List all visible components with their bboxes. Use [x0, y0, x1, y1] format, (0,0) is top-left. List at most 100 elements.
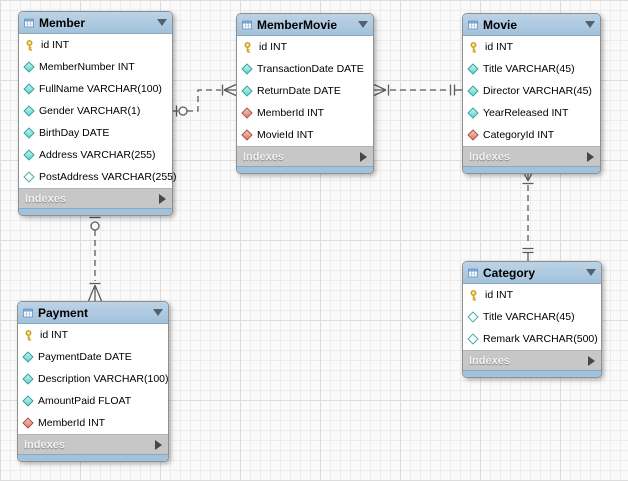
column-row[interactable]: id INT [19, 34, 172, 56]
collapse-triangle-icon[interactable] [153, 309, 163, 316]
attribute-diamond-icon [241, 85, 253, 97]
column-label: Title VARCHAR(45) [483, 311, 575, 323]
indexes-label: Indexes [25, 192, 66, 205]
attribute-diamond-icon [23, 127, 35, 139]
attribute-diamond-icon [467, 63, 479, 75]
table-icon [24, 17, 34, 28]
primary-key-icon [469, 289, 479, 301]
attribute-diamond-icon [23, 83, 35, 95]
column-list: id INT TransactionDate DATE ReturnDate D… [237, 36, 373, 146]
column-row[interactable]: PaymentDate DATE [18, 346, 168, 368]
column-row[interactable]: Title VARCHAR(45) [463, 306, 601, 328]
column-label: id INT [41, 39, 70, 51]
column-row[interactable]: Title VARCHAR(45) [463, 58, 600, 80]
indexes-label: Indexes [469, 150, 510, 163]
foreign-key-diamond-icon [22, 417, 34, 429]
collapse-triangle-icon[interactable] [585, 21, 595, 28]
collapse-triangle-icon[interactable] [586, 269, 596, 276]
column-row[interactable]: id INT [237, 36, 373, 58]
expand-indexes-icon[interactable] [587, 151, 594, 162]
column-row[interactable]: MovieId INT [237, 124, 373, 146]
column-list: id INT PaymentDate DATE Description VARC… [18, 324, 169, 434]
column-row[interactable]: id INT [463, 36, 600, 58]
table-title: Member [39, 15, 86, 30]
table-header[interactable]: Member [19, 12, 172, 34]
relationship-membermovie-movie[interactable] [373, 83, 462, 97]
column-label: Director VARCHAR(45) [483, 85, 592, 97]
column-row[interactable]: MemberId INT [237, 102, 373, 124]
expand-indexes-icon[interactable] [588, 355, 595, 366]
column-row[interactable]: BirthDay DATE [19, 122, 172, 144]
expand-indexes-icon[interactable] [159, 193, 166, 204]
attribute-diamond-icon [22, 351, 34, 363]
column-row[interactable]: Description VARCHAR(100) [18, 368, 169, 390]
relationship-member-membermovie[interactable] [173, 83, 237, 117]
table-icon [468, 267, 478, 278]
foreign-key-diamond-icon [467, 129, 479, 141]
column-row[interactable]: AmountPaid FLOAT [18, 390, 168, 412]
table-icon [468, 19, 478, 30]
attribute-nullable-diamond-icon [467, 333, 479, 345]
column-row[interactable]: YearReleased INT [463, 102, 600, 124]
column-label: ReturnDate DATE [257, 85, 341, 97]
indexes-row[interactable]: Indexes [18, 434, 168, 454]
attribute-diamond-icon [23, 61, 35, 73]
column-label: Remark VARCHAR(500) [483, 333, 598, 345]
table-bottom-strip [19, 208, 172, 215]
indexes-label: Indexes [243, 150, 284, 163]
expand-indexes-icon[interactable] [360, 151, 367, 162]
column-row[interactable]: ReturnDate DATE [237, 80, 373, 102]
column-row[interactable]: Director VARCHAR(45) [463, 80, 600, 102]
column-list: id INT Title VARCHAR(45) Director VARCHA… [463, 36, 600, 146]
entity-table-membermovie[interactable]: MemberMovie id INT TransactionDate DATE … [236, 13, 374, 174]
collapse-triangle-icon[interactable] [157, 19, 167, 26]
expand-indexes-icon[interactable] [155, 439, 162, 450]
column-row[interactable]: Remark VARCHAR(500) [463, 328, 601, 350]
column-row[interactable]: CategoryId INT [463, 124, 600, 146]
column-label: YearReleased INT [483, 107, 569, 119]
entity-table-payment[interactable]: Payment id INT PaymentDate DATE Descript… [17, 301, 169, 462]
column-label: id INT [485, 289, 514, 301]
indexes-row[interactable]: Indexes [463, 350, 601, 370]
column-row[interactable]: PostAddress VARCHAR(255) [19, 166, 177, 188]
table-title: Category [483, 265, 536, 280]
entity-table-category[interactable]: Category id INT Title VARCHAR(45) Remark… [462, 261, 602, 378]
entity-table-member[interactable]: Member id INT MemberNumber INT FullName … [18, 11, 177, 216]
collapse-triangle-icon[interactable] [358, 21, 368, 28]
table-header[interactable]: MemberMovie [237, 14, 373, 36]
table-header[interactable]: Category [463, 262, 601, 284]
column-row[interactable]: MemberNumber INT [19, 56, 172, 78]
column-label: MemberId INT [38, 417, 106, 429]
attribute-diamond-icon [241, 63, 253, 75]
attribute-nullable-diamond-icon [23, 171, 35, 183]
column-row[interactable]: Address VARCHAR(255) [19, 144, 172, 166]
column-row[interactable]: FullName VARCHAR(100) [19, 78, 172, 100]
indexes-label: Indexes [469, 354, 510, 367]
table-bottom-strip [463, 166, 600, 173]
indexes-row[interactable]: Indexes [237, 146, 373, 166]
attribute-diamond-icon [22, 373, 34, 385]
column-row[interactable]: TransactionDate DATE [237, 58, 373, 80]
primary-key-icon [24, 329, 34, 341]
relationship-member-payment[interactable] [87, 212, 103, 302]
entity-table-movie[interactable]: Movie id INT Title VARCHAR(45) Director … [462, 13, 601, 174]
column-label: Description VARCHAR(100) [38, 373, 169, 385]
table-header[interactable]: Movie [463, 14, 600, 36]
column-label: Title VARCHAR(45) [483, 63, 575, 75]
column-label: PaymentDate DATE [38, 351, 132, 363]
relationship-movie-category[interactable] [521, 169, 535, 261]
column-row[interactable]: MemberId INT [18, 412, 168, 434]
indexes-row[interactable]: Indexes [19, 188, 172, 208]
table-title: MemberMovie [257, 17, 338, 32]
column-row[interactable]: Gender VARCHAR(1) [19, 100, 172, 122]
table-header[interactable]: Payment [18, 302, 168, 324]
attribute-diamond-icon [23, 149, 35, 161]
primary-key-icon [243, 41, 253, 53]
attribute-diamond-icon [467, 107, 479, 119]
column-label: MovieId INT [257, 129, 314, 141]
column-row[interactable]: id INT [18, 324, 168, 346]
column-row[interactable]: id INT [463, 284, 601, 306]
table-bottom-strip [237, 166, 373, 173]
indexes-row[interactable]: Indexes [463, 146, 600, 166]
